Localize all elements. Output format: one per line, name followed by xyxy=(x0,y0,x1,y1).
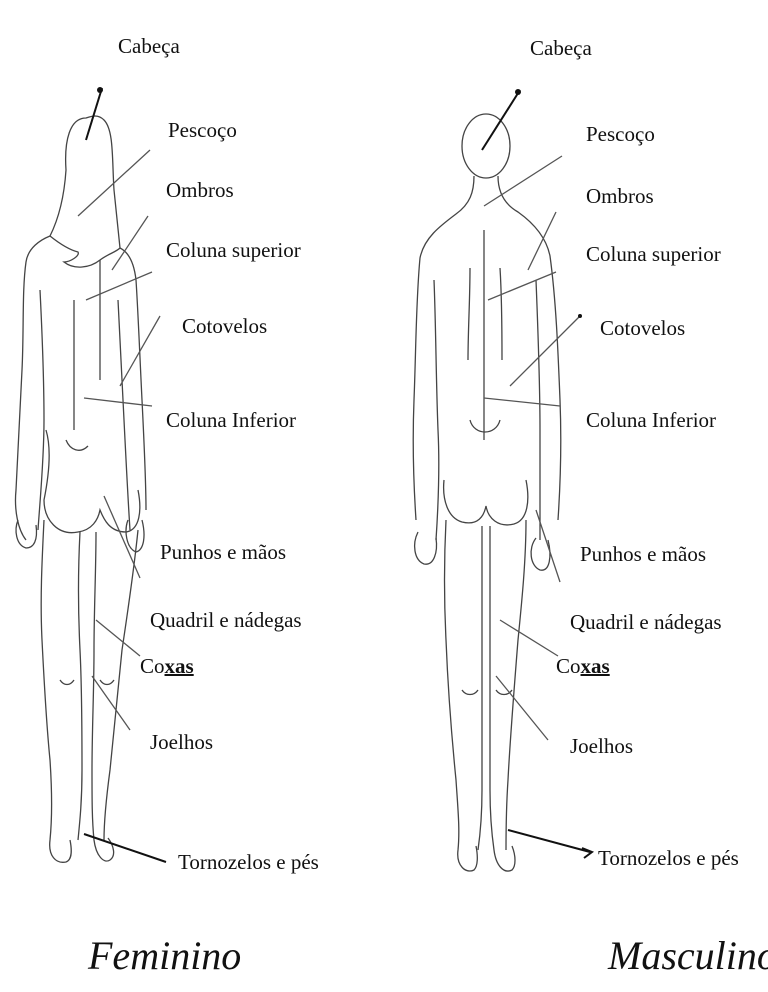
female-label-pescoco: Pescoço xyxy=(168,120,237,141)
male-label-joelhos: Joelhos xyxy=(570,736,633,757)
male-label-coxas-start: Co xyxy=(556,654,581,678)
female-caption: Feminino xyxy=(88,936,241,976)
male-label-coluna-inferior: Coluna Inferior xyxy=(586,410,716,431)
male-label-cabeca: Cabeça xyxy=(530,38,592,59)
female-label-cotovelos: Cotovelos xyxy=(182,316,267,337)
female-label-coxas-end: xas xyxy=(165,654,194,678)
male-label-pescoco: Pescoço xyxy=(586,124,655,145)
male-caption: Masculino xyxy=(608,936,768,976)
female-label-coluna-inferior: Coluna Inferior xyxy=(166,410,296,431)
female-label-coluna-superior: Coluna superior xyxy=(166,240,301,261)
male-label-coxas-end: xas xyxy=(581,654,610,678)
female-label-ombros: Ombros xyxy=(166,180,234,201)
male-label-ombros: Ombros xyxy=(586,186,654,207)
male-label-cotovelos: Cotovelos xyxy=(600,318,685,339)
male-label-tornozelos-pes: Tornozelos e pés xyxy=(598,848,739,869)
male-label-quadril-nadegas: Quadril e nádegas xyxy=(570,612,722,633)
female-label-joelhos: Joelhos xyxy=(150,732,213,753)
male-label-coxas: Coxas xyxy=(556,656,610,677)
female-label-cabeca: Cabeça xyxy=(118,36,180,57)
female-label-coxas-start: Co xyxy=(140,654,165,678)
female-label-tornozelos-pes: Tornozelos e pés xyxy=(178,852,319,873)
female-label-coxas: Coxas xyxy=(140,656,194,677)
female-label-quadril-nadegas: Quadril e nádegas xyxy=(150,610,302,631)
female-label-punhos-maos: Punhos e mãos xyxy=(160,542,286,563)
male-label-coluna-superior: Coluna superior xyxy=(586,244,721,265)
male-label-punhos-maos: Punhos e mãos xyxy=(580,544,706,565)
